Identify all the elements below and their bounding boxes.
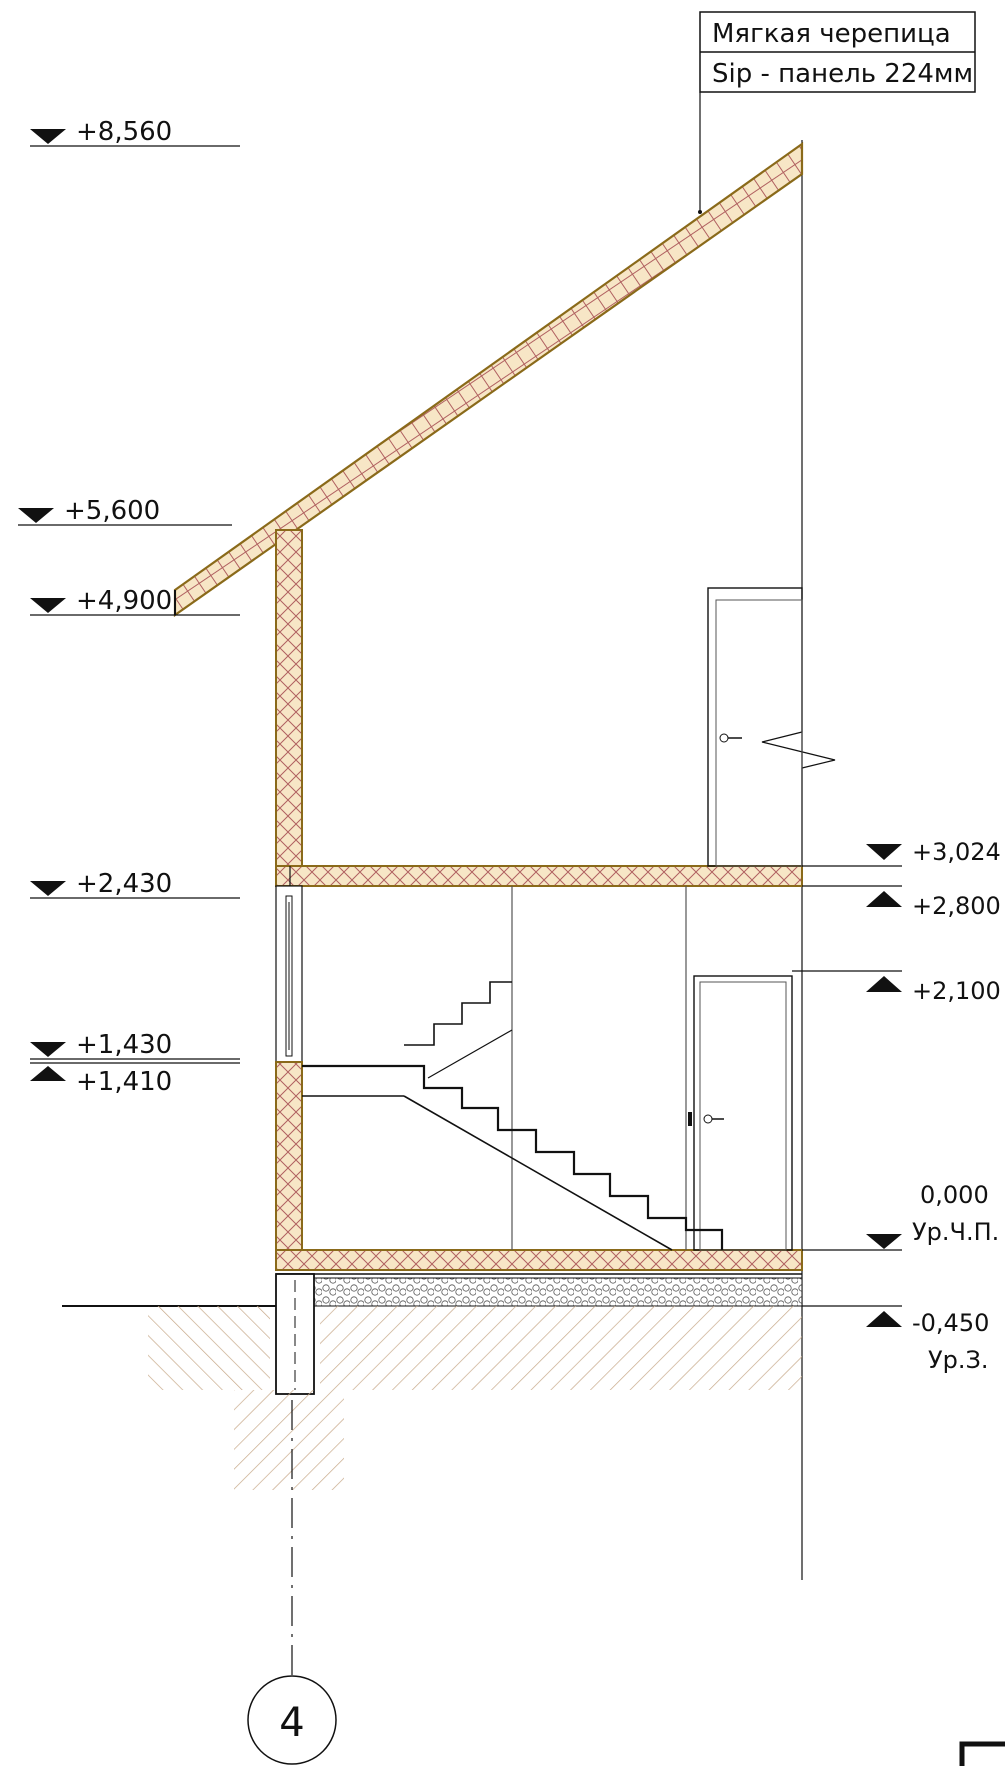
level-label: -0,450: [912, 1309, 989, 1337]
upper-door: [707, 587, 803, 867]
level-label: +2,100: [912, 977, 1001, 1005]
level-label: +3,024: [912, 838, 1001, 866]
staircase: [302, 981, 724, 1251]
level-label-ground: Ур.З.: [928, 1346, 989, 1374]
level-mark-0000: 0,000 Ур.Ч.П.: [802, 1181, 999, 1251]
axis-marker: 4: [247, 1675, 337, 1765]
foundation-pillar: [275, 1273, 315, 1395]
level-mark-2800: +2,800: [802, 885, 1001, 920]
roof-sip-panel: [173, 141, 804, 618]
level-label: +4,900: [76, 586, 172, 616]
level-mark-2100: +2,100: [792, 970, 1001, 1005]
level-label: +1,410: [76, 1067, 172, 1097]
level-label-floor: Ур.Ч.П.: [912, 1218, 999, 1246]
frame-corner-fragment: [959, 1741, 1005, 1766]
ground-door: [688, 975, 793, 1251]
window-opening: [275, 885, 303, 1063]
level-label: +2,430: [76, 869, 172, 899]
axis-marker-label: 4: [279, 1700, 304, 1746]
level-mark-4900: +4,900: [30, 586, 240, 616]
attic-floor-slab: [275, 865, 803, 887]
ground-and-soil: [62, 1305, 802, 1490]
level-mark-1430-1410: +1,430 +1,410: [30, 1030, 240, 1097]
level-mark-3024: +3,024: [802, 838, 1001, 867]
interior-partitions: [511, 886, 687, 1250]
level-mark-5600: +5,600: [18, 496, 232, 526]
legend-row-roofing: Мягкая черепица: [712, 19, 951, 49]
level-mark-8560: +8,560: [30, 117, 240, 147]
legend-row-sip-panel: Sip - панель 224мм: [712, 59, 973, 89]
level-label: +1,430: [76, 1030, 172, 1060]
ground-floor-slab: [275, 1249, 803, 1307]
level-label: +8,560: [76, 117, 172, 147]
level-mark-minus-0450: -0,450 Ур.З.: [802, 1305, 989, 1374]
level-label: +5,600: [64, 496, 160, 526]
level-mark-2430: +2,430: [30, 869, 240, 899]
lower-wall-sip-panel: [275, 1061, 303, 1251]
upper-wall-sip-panel: [275, 529, 303, 867]
level-label: +2,800: [912, 892, 1001, 920]
level-label: 0,000: [920, 1181, 989, 1209]
material-legend: Мягкая черепица Sip - панель 224мм: [698, 11, 976, 214]
